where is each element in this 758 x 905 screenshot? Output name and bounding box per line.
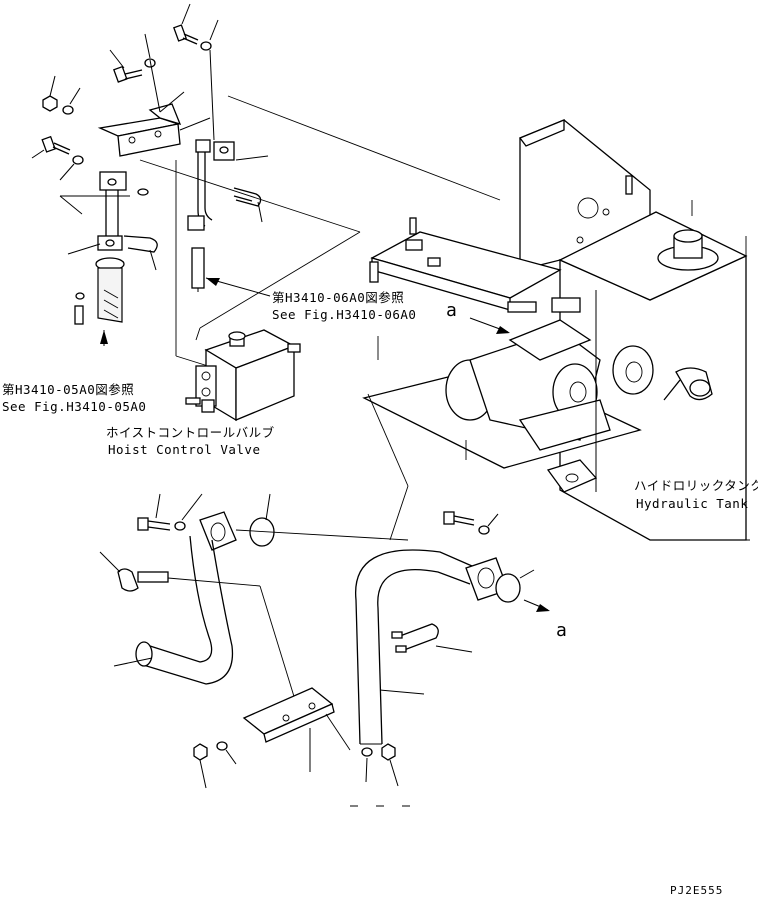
washer-lower-right	[478, 513, 499, 535]
return-elbow	[663, 367, 713, 401]
u-bolt-lower	[391, 623, 473, 653]
bracket-lower	[242, 687, 351, 772]
u-bolt-upper	[233, 187, 263, 223]
o-ring-lower-left	[249, 493, 275, 547]
washer-top-3	[62, 87, 81, 115]
hoist-valve-label-en: Hoist Control Valve	[108, 442, 261, 457]
suction-pipe-assembly	[445, 297, 654, 493]
hydraulic-tank	[518, 119, 748, 541]
hose-fitting-lower	[99, 551, 301, 717]
hoist-control-valve	[185, 329, 301, 422]
hoist-valve-label-jp: ホイストコントロールバルブ	[106, 425, 275, 440]
u-bolt-left	[123, 235, 158, 271]
nut-top-1	[42, 75, 58, 112]
callout-a-bottom: a	[556, 620, 567, 641]
drawing-code: PJ2E555	[670, 884, 723, 897]
fig-06a0-label-jp: 第H3410-06A0図参照	[272, 290, 404, 305]
pipe-lower-right	[235, 393, 473, 745]
washer-mid-1	[59, 155, 84, 181]
washer-top-2	[144, 33, 156, 68]
bracket-top	[97, 59, 211, 157]
bolt-mid-1	[31, 135, 71, 159]
bolt-lower-right	[443, 511, 475, 526]
bolt-top-2	[109, 49, 143, 83]
flange-lower-left	[199, 511, 237, 551]
callout-a-top: a	[446, 300, 457, 321]
hydraulic-tank-label-en: Hydraulic Tank	[636, 496, 748, 511]
washer-lower-bottom-left	[216, 741, 237, 765]
hose-left	[67, 171, 127, 255]
outline-frame	[139, 95, 501, 367]
fig-06a0-pointer	[205, 277, 271, 297]
fig-05a0-label-en: See Fig.H3410-05A0	[2, 399, 146, 414]
washer-top-1	[200, 19, 219, 51]
hydraulic-tank-label-jp: ハイドロリックタンク	[634, 478, 758, 493]
fig-06a0-label-en: See Fig.H3410-06A0	[272, 307, 416, 322]
fig-05a0-label-jp: 第H3410-05A0図参照	[2, 382, 134, 397]
bolt-small-left	[74, 292, 85, 325]
callout-arrow-a-bottom	[523, 599, 550, 612]
nut-lower-left	[193, 743, 208, 789]
nut-lower-right	[381, 743, 399, 787]
washer-lower-bottom-right	[361, 747, 373, 783]
callout-arrow-a-top	[469, 317, 510, 334]
filter-element	[95, 257, 125, 346]
o-ring-lower-right	[495, 569, 535, 603]
tube-upper	[187, 49, 269, 292]
pipe-lower-left	[113, 535, 234, 685]
washer-lower-left	[174, 493, 203, 531]
o-ring-left	[137, 188, 149, 196]
bolt-top-1	[173, 3, 199, 45]
bolt-lower-left	[137, 493, 171, 531]
